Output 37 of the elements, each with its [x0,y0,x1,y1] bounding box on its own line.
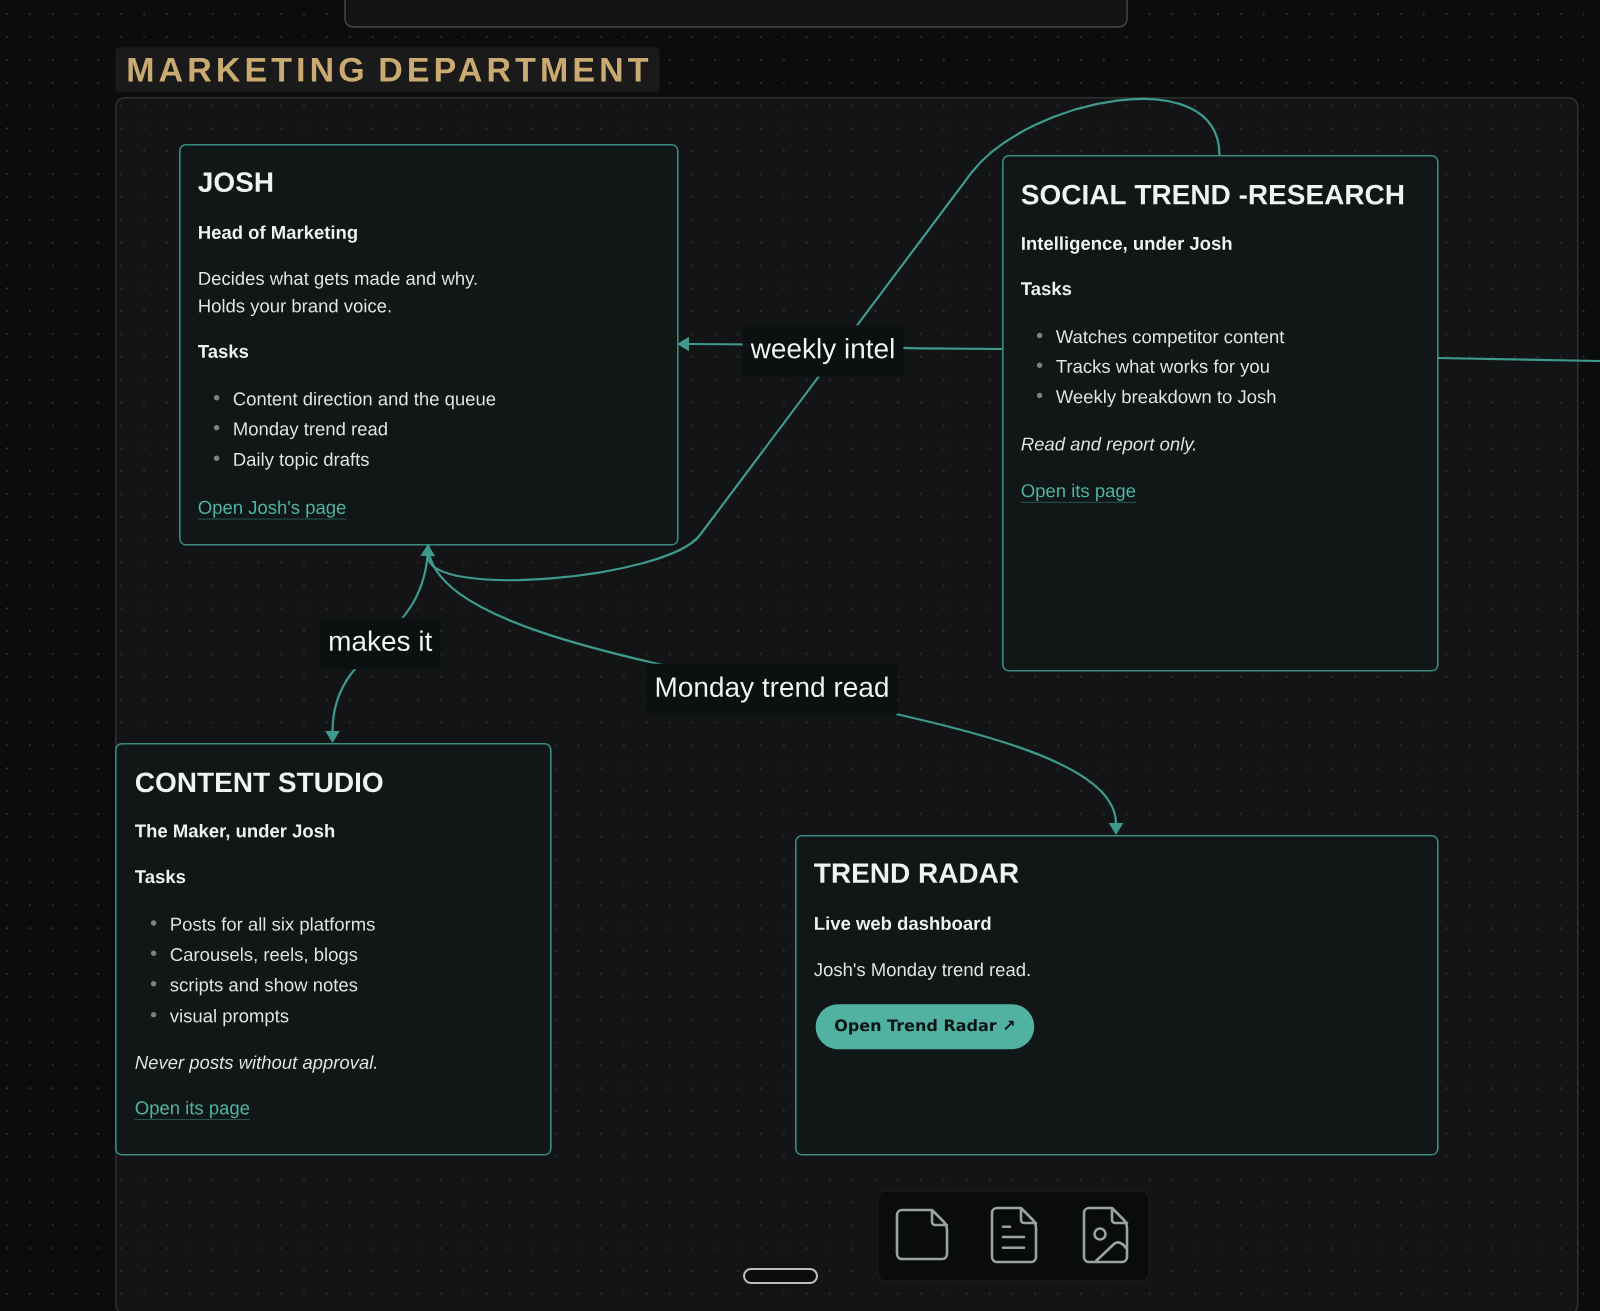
link: Open its page [134,1100,251,1120]
section-heading: Tasks [198,344,249,358]
link: Open its page [1020,483,1137,503]
card-title: CONTENT STUDIO [135,772,383,793]
card [1002,155,1439,672]
subtitle: The Maker, under Josh [135,823,335,841]
subtitle: Live web dashboard [815,916,991,930]
link: Open Josh's page [197,500,347,520]
connector-line [1437,356,1600,363]
edge-label: Monday trend read [646,663,898,716]
list-item: Weekly breakdown to Josh [1055,389,1276,407]
card-title: JOSH [198,172,273,193]
description: Decides what gets made and why. Holds your brand voice. [199,271,477,317]
list-item: Posts for all six platforms [171,917,375,935]
section-title: MARKETING DEPARTMENT [115,47,660,93]
card [179,144,679,546]
description: Josh's Monday trend read. [814,962,1030,980]
card [115,743,552,1156]
list-item: Carousels, reels, blogs [170,947,358,965]
list-item: Monday trend read [234,421,387,440]
section-heading: Tasks [1021,281,1072,296]
arrow [420,98,1221,582]
list-item: Content direction and the queue [233,391,496,410]
subtitle: Intelligence, under Josh [1022,236,1232,254]
list-item: Tracks what works for you [1056,359,1269,377]
subtitle: Head of Marketing [199,225,357,243]
button: Open Trend Radar ↗ [815,1004,1035,1050]
list-item: visual prompts [169,1008,289,1027]
card-title: TREND RADAR [814,863,1019,883]
edge-label: weekly intel [742,325,904,377]
note: Read and report only. [1021,437,1196,455]
list-item: Daily topic drafts [234,452,369,470]
card-title: SOCIAL TREND -RESEARCH [1021,184,1404,205]
list-item: Watches competitor content [1055,329,1285,347]
list-item: scripts and show notes [170,977,358,996]
note: Never posts without approval. [135,1055,377,1073]
section-heading: Tasks [135,869,186,884]
